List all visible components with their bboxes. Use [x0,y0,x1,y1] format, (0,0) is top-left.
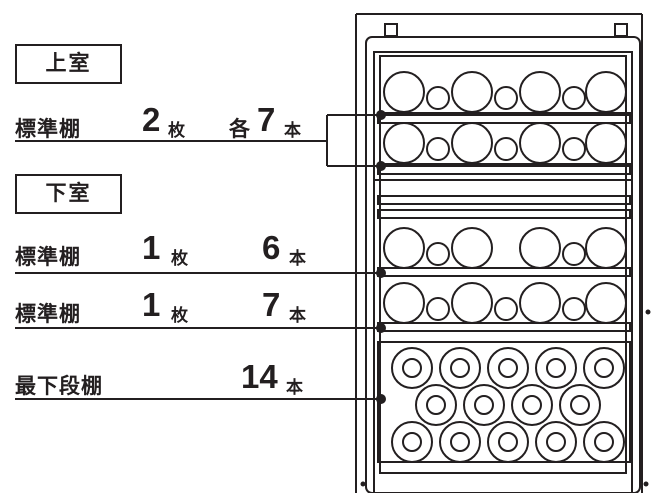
bottom-bottle-neck [594,358,614,378]
upper-shelf1-bottle-neck [426,86,450,110]
lower-shelf2-count-unit: 枚 [171,306,188,326]
lower-shelf1-bottle-base [451,227,493,269]
lower-shelf2-name: 標準棚 [15,302,81,326]
upper-shelf2-bottle-neck [426,137,450,161]
bottom-shelf-bottles: 14 [241,358,278,395]
upper-shelf2-bottle-neck [494,137,518,161]
lower-shelf1-name: 標準棚 [15,245,81,269]
lower-shelf1-bottle-neck [426,242,450,266]
upper-shelf-count-unit: 枚 [168,121,185,141]
lower-shelf1-bottle-unit: 本 [289,249,306,269]
lower-shelf1-bottle-base [585,227,627,269]
lower-shelf2-bottle-base [451,282,493,324]
bottom-bottle-neck [594,432,614,452]
bottom-bottle-neck [546,358,566,378]
lower-shelf1-count: 1 [142,229,161,266]
lower-shelf2-bottles: 7 [262,286,281,323]
upper-shelf-bottles: 7 [257,101,276,138]
bottom-bottle-neck [402,432,422,452]
lower-shelf2-bottle-unit: 本 [289,306,306,326]
upper-shelf1-bottle-neck [562,86,586,110]
lower-shelf2-bottle-base [519,282,561,324]
upper-shelf-count: 2 [142,101,161,138]
lower-shelf1-count-unit: 枚 [171,249,188,269]
bottom-bottle-neck [402,358,422,378]
upper-shelf-name: 標準棚 [15,117,81,141]
lower-shelf1-bottle-base [383,227,425,269]
lower-shelf1-bottle-neck [562,242,586,266]
upper-shelf2-bottle-base [383,122,425,164]
lower-shelf2-bottle-neck [562,297,586,321]
bottom-bottle-neck [570,395,590,415]
bottom-bottle-neck [546,432,566,452]
bottom-shelf-bottle-unit: 本 [286,378,303,398]
bottom-bottle-neck [474,395,494,415]
lower-shelf1-bottles: 6 [262,229,281,266]
lower-shelf2-bottle-base [585,282,627,324]
bottom-bottle-neck [450,358,470,378]
bottom-bottle-neck [450,432,470,452]
upper-shelf2-bottle-neck [562,137,586,161]
lower-shelf2-bottle-neck [426,297,450,321]
upper-shelf1-bottle-base [519,71,561,113]
lower-compartment-title: 下室 [15,174,122,214]
upper-shelf1-bottle-base [451,71,493,113]
upper-shelf2-bottle-base [585,122,627,164]
upper-shelf1-bottle-base [383,71,425,113]
upper-compartment-title: 上室 [15,44,122,84]
bottom-bottle-neck [522,395,542,415]
lower-shelf1-bottle-base [519,227,561,269]
lower-shelf2-count: 1 [142,286,161,323]
upper-shelf1-bottle-base [585,71,627,113]
upper-shelf2-bottle-base [519,122,561,164]
lower-shelf2-bottle-neck [494,297,518,321]
upper-shelf-bottle-unit: 本 [284,121,301,141]
upper-shelf-each: 各 [229,117,251,141]
bottom-shelf-name: 最下段棚 [15,374,103,398]
upper-shelf2-bottle-base [451,122,493,164]
upper-shelf1-bottle-neck [494,86,518,110]
bottom-bottle-neck [498,432,518,452]
bottom-bottle-neck [426,395,446,415]
bottom-bottle-neck [498,358,518,378]
lower-shelf2-bottle-base [383,282,425,324]
